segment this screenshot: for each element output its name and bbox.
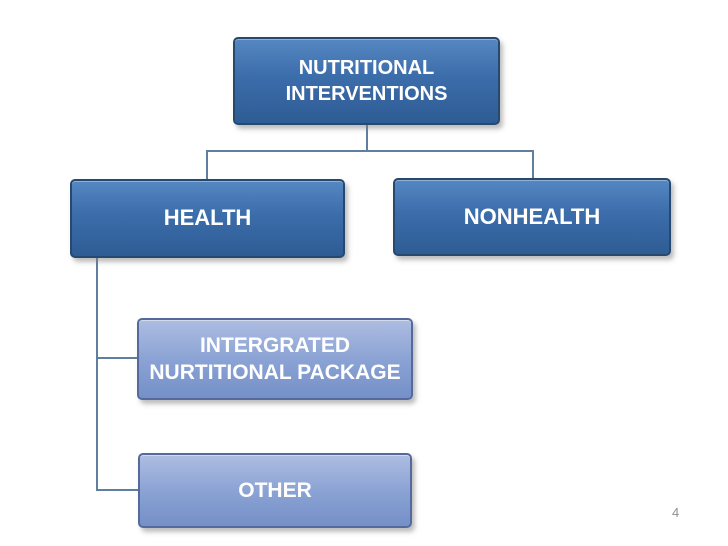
connector-root-stem	[366, 125, 368, 150]
connector-drop-nonhealth	[532, 150, 534, 178]
node-other: OTHER	[138, 453, 412, 528]
node-integrated-nutritional-package: INTERGRATED NURTITIONAL PACKAGE	[137, 318, 413, 400]
node-nutritional-interventions-label: NUTRITIONAL INTERVENTIONS	[285, 57, 448, 105]
connector-health-stem	[96, 258, 98, 491]
node-nonhealth: NONHEALTH	[393, 178, 671, 256]
node-nutritional-interventions: NUTRITIONAL INTERVENTIONS	[233, 37, 500, 125]
node-health: HEALTH	[70, 179, 345, 258]
connector-drop-health	[206, 150, 208, 179]
node-nonhealth-label: NONHEALTH	[463, 203, 601, 229]
connector-stub-integrated-package	[96, 357, 137, 359]
node-integrated-nutritional-package-label: INTERGRATED NURTITIONAL PACKAGE	[149, 333, 401, 384]
connector-level1-crossbar	[206, 150, 534, 152]
node-health-label: HEALTH	[163, 205, 252, 231]
node-other-label: OTHER	[238, 478, 312, 502]
connector-stub-other	[96, 489, 138, 491]
slide-number: 4	[672, 505, 680, 520]
